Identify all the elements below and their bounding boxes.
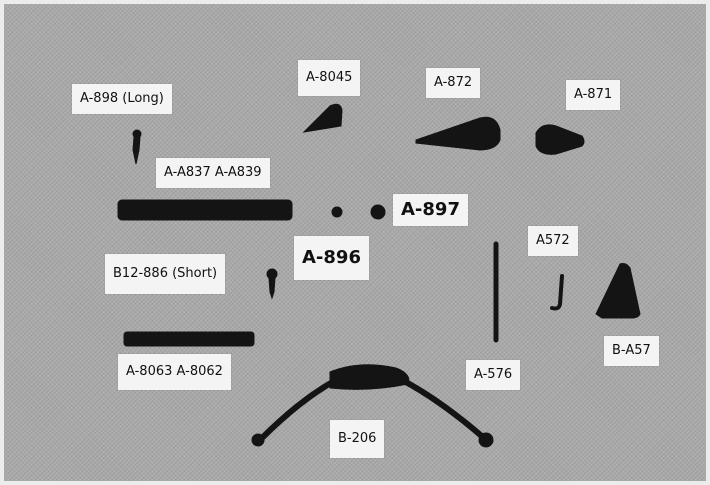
label-a576: A-576	[466, 360, 521, 390]
label-b206: B-206	[330, 420, 385, 458]
label-a898-long: A-898 (Long)	[72, 84, 172, 114]
label-b12-886-short: B12-886 (Short)	[105, 254, 226, 294]
label-a896: A-896	[294, 236, 369, 280]
label-a-a837-a-a839: A-A837 A-A839	[156, 158, 270, 188]
label-b-a57: B-A57	[604, 336, 659, 366]
label-a8045: A-8045	[298, 60, 361, 96]
part-b-a57	[595, 263, 641, 319]
part-a8063-a8062	[123, 331, 255, 347]
label-a872: A-872	[426, 68, 481, 98]
part-a572	[550, 274, 564, 311]
part-a-a837-a-a839	[117, 199, 293, 221]
part-a897-ball	[370, 204, 386, 220]
part-a872	[415, 116, 501, 151]
part-a8045	[302, 103, 343, 133]
part-a576	[493, 241, 499, 343]
label-a897: A-897	[393, 194, 468, 226]
label-a871: A-871	[566, 80, 621, 110]
part-b12-886-short	[266, 268, 278, 300]
label-a572: A572	[528, 226, 578, 256]
label-a8063-a8062: A-8063 A-8062	[118, 354, 231, 390]
part-a871	[535, 124, 585, 155]
part-a898-long	[132, 129, 142, 165]
part-b206	[251, 364, 494, 448]
part-a896-ball	[331, 206, 343, 218]
